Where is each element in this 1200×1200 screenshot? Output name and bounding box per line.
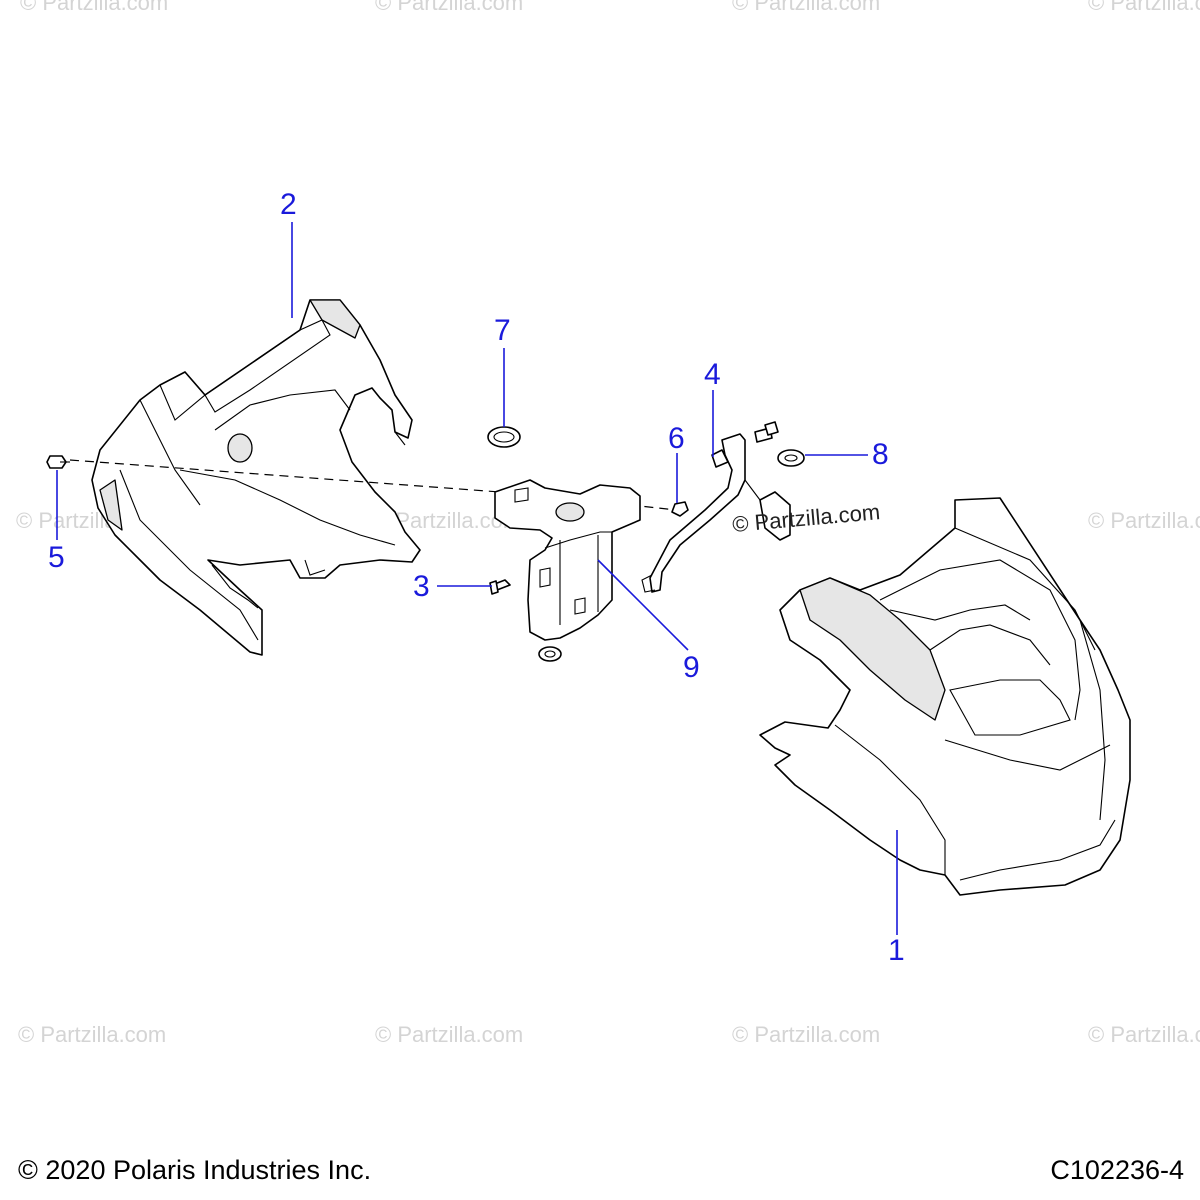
callout-7: 7 (494, 314, 511, 347)
callout-1: 1 (888, 934, 905, 967)
headlight-housing (759, 497, 1131, 896)
watermark: © Partzilla.com (375, 1022, 523, 1047)
assembly-line (69, 459, 501, 493)
watermark: © Partzilla.com (1088, 0, 1200, 15)
watermark: © Partzilla.com (375, 0, 523, 15)
watermark: © Partzilla.com (18, 1022, 166, 1047)
grommet (487, 426, 521, 448)
callout-3: 3 (413, 570, 430, 603)
screw (489, 579, 511, 595)
callout-5: 5 (48, 541, 65, 574)
watermark: © Partzilla.com (1088, 1022, 1200, 1047)
nut (671, 501, 689, 517)
figure-id: C102236-4 (1050, 1155, 1184, 1185)
push-rivet (46, 455, 70, 469)
callout-4: 4 (704, 358, 721, 391)
leader-9 (597, 559, 689, 651)
copyright-notice: © 2020 Polaris Industries Inc. (18, 1155, 372, 1185)
bolt (754, 421, 779, 443)
watermark: © Partzilla.com (732, 1022, 880, 1047)
washer (538, 646, 562, 662)
watermark: © Partzilla.com (732, 0, 880, 15)
watermark: © Partzilla.com (20, 0, 168, 15)
callout-8: 8 (872, 438, 889, 471)
callout-9: 9 (683, 651, 700, 684)
watermark-layer: © Partzilla.com © Partzilla.com © Partzi… (16, 0, 1200, 1047)
leader-lines (56, 222, 898, 935)
mount-bracket (494, 479, 641, 641)
callout-2: 2 (280, 188, 297, 221)
callout-6: 6 (668, 422, 685, 455)
support-bracket (641, 433, 791, 593)
washer (777, 449, 805, 467)
watermark-featured: © Partzilla.com (731, 499, 881, 537)
watermark: © Partzilla.com (1088, 508, 1200, 533)
callout-labels: 1 2 3 4 5 6 7 8 9 (48, 188, 905, 967)
front-cowl-upper (91, 299, 421, 656)
